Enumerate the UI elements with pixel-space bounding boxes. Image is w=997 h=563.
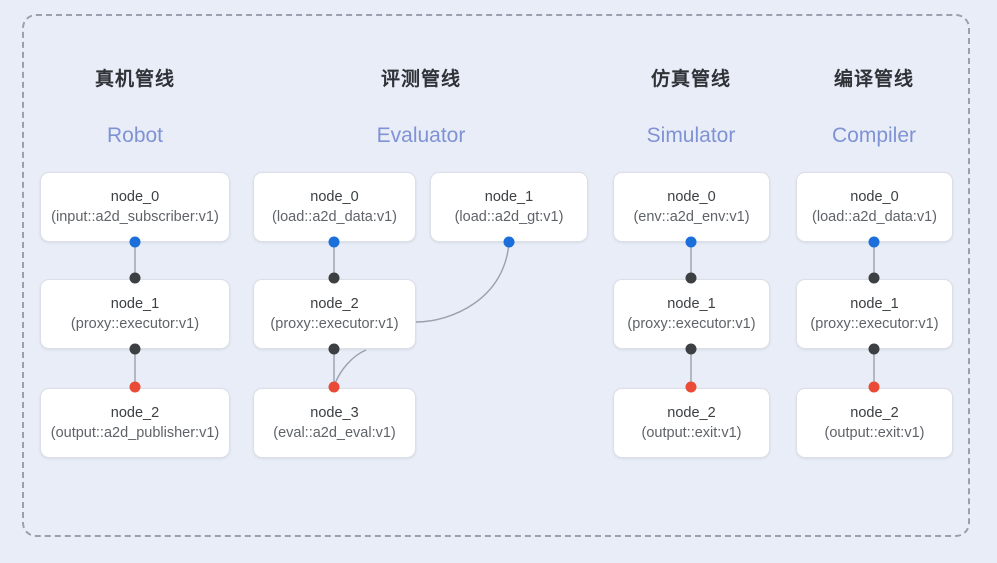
port-robot-0-out[interactable] bbox=[129, 236, 141, 248]
node-simulator-2[interactable]: node_2 (output::exit:v1) bbox=[613, 388, 770, 458]
node-compiler-0-name: node_0 bbox=[850, 189, 899, 205]
port-simulator-0-out[interactable] bbox=[685, 236, 697, 248]
node-evaluator-0-name: node_0 bbox=[310, 189, 359, 205]
node-compiler-2-name: node_2 bbox=[850, 405, 899, 421]
column-title-evaluator: 评测管线 bbox=[380, 69, 461, 90]
node-simulator-1-name: node_1 bbox=[667, 296, 716, 312]
node-evaluator-3-name: node_3 bbox=[310, 405, 359, 421]
node-evaluator-0-type: (load::a2d_data:v1) bbox=[272, 209, 397, 225]
column-subtitle-simulator: Simulator bbox=[646, 124, 736, 147]
port-robot-2-in[interactable] bbox=[129, 381, 141, 393]
node-compiler-1[interactable]: node_1 (proxy::executor:v1) bbox=[796, 279, 953, 349]
node-simulator-1[interactable]: node_1 (proxy::executor:v1) bbox=[613, 279, 770, 349]
port-evaluator-1-out[interactable] bbox=[503, 236, 515, 248]
column-title-compiler: 编译管线 bbox=[833, 69, 914, 90]
port-evaluator-3-in[interactable] bbox=[328, 381, 340, 393]
node-simulator-1-type: (proxy::executor:v1) bbox=[627, 316, 756, 332]
node-simulator-0-name: node_0 bbox=[667, 189, 716, 205]
port-evaluator-2-in[interactable] bbox=[328, 272, 340, 284]
port-robot-1-out[interactable] bbox=[129, 343, 141, 355]
port-simulator-2-in[interactable] bbox=[685, 381, 697, 393]
port-compiler-1-in[interactable] bbox=[868, 272, 880, 284]
port-compiler-0-out[interactable] bbox=[868, 236, 880, 248]
node-evaluator-1[interactable]: node_1 (load::a2d_gt:v1) bbox=[430, 172, 588, 242]
column-subtitle-evaluator: Evaluator bbox=[376, 124, 466, 147]
node-robot-0-name: node_0 bbox=[110, 189, 160, 205]
node-evaluator-1-type: (load::a2d_gt:v1) bbox=[454, 209, 564, 225]
node-robot-1-name: node_1 bbox=[110, 296, 160, 312]
node-simulator-2-name: node_2 bbox=[667, 405, 716, 421]
node-robot-2-type: (output::a2d_publisher:v1) bbox=[50, 425, 220, 441]
node-compiler-0-type: (load::a2d_data:v1) bbox=[812, 209, 937, 225]
node-simulator-0-type: (env::a2d_env:v1) bbox=[633, 209, 750, 225]
port-simulator-1-in[interactable] bbox=[685, 272, 697, 284]
node-compiler-1-type: (proxy::executor:v1) bbox=[810, 316, 939, 332]
column-title-simulator: 仿真管线 bbox=[650, 69, 731, 90]
node-evaluator-1-name: node_1 bbox=[484, 189, 534, 205]
port-simulator-1-out[interactable] bbox=[685, 343, 697, 355]
node-robot-1[interactable]: node_1 (proxy::executor:v1) bbox=[40, 279, 230, 349]
node-compiler-2[interactable]: node_2 (output::exit:v1) bbox=[796, 388, 953, 458]
node-robot-2-name: node_2 bbox=[110, 405, 160, 421]
node-robot-1-type: (proxy::executor:v1) bbox=[70, 316, 200, 332]
port-evaluator-0-out[interactable] bbox=[328, 236, 340, 248]
port-compiler-2-in[interactable] bbox=[868, 381, 880, 393]
node-evaluator-2[interactable]: node_2 (proxy::executor:v1) bbox=[253, 279, 416, 349]
node-simulator-2-type: (output::exit:v1) bbox=[641, 425, 742, 441]
port-robot-1-in[interactable] bbox=[129, 272, 141, 284]
node-robot-2[interactable]: node_2 (output::a2d_publisher:v1) bbox=[40, 388, 230, 458]
port-evaluator-2-out[interactable] bbox=[328, 343, 340, 355]
column-subtitle-robot: Robot bbox=[106, 124, 164, 147]
node-compiler-0[interactable]: node_0 (load::a2d_data:v1) bbox=[796, 172, 953, 242]
node-robot-0[interactable]: node_0 (input::a2d_subscriber:v1) bbox=[40, 172, 230, 242]
node-robot-0-type: (input::a2d_subscriber:v1) bbox=[51, 209, 219, 225]
port-compiler-1-out[interactable] bbox=[868, 343, 880, 355]
node-evaluator-3-type: (eval::a2d_eval:v1) bbox=[273, 425, 396, 441]
column-subtitle-compiler: Compiler bbox=[831, 124, 917, 147]
node-simulator-0[interactable]: node_0 (env::a2d_env:v1) bbox=[613, 172, 770, 242]
node-evaluator-3[interactable]: node_3 (eval::a2d_eval:v1) bbox=[253, 388, 416, 458]
column-title-robot: 真机管线 bbox=[94, 69, 175, 90]
node-compiler-2-type: (output::exit:v1) bbox=[824, 425, 925, 441]
node-evaluator-0[interactable]: node_0 (load::a2d_data:v1) bbox=[253, 172, 416, 242]
node-evaluator-2-type: (proxy::executor:v1) bbox=[270, 316, 399, 332]
pipeline-graph-frame bbox=[22, 14, 970, 537]
node-evaluator-2-name: node_2 bbox=[310, 296, 359, 312]
node-compiler-1-name: node_1 bbox=[850, 296, 899, 312]
